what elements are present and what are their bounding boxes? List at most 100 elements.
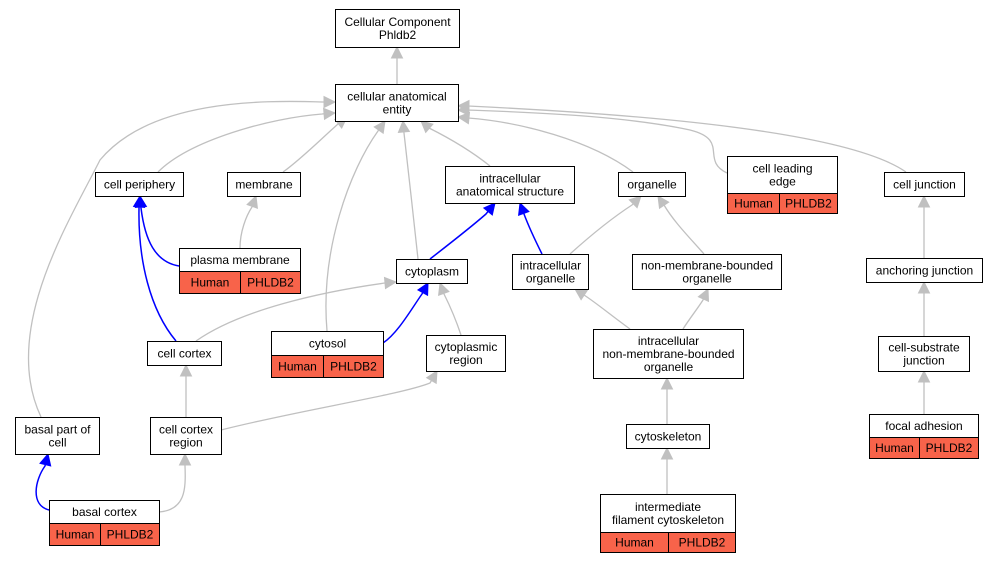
edge-cell_periphery-to-cae — [157, 107, 337, 173]
term-box — [335, 9, 460, 48]
edge-line — [382, 292, 424, 344]
term-node-organelle[interactable]: organelle — [618, 172, 686, 197]
edge-line — [220, 380, 433, 431]
arrowhead-icon — [518, 201, 530, 216]
edge-cae-to-root — [390, 45, 404, 84]
gene-label: PHLDB2 — [247, 276, 294, 290]
edge-line — [467, 117, 634, 173]
edge-intracellular_organelle-to-organelle — [569, 195, 642, 255]
species-label: Human — [191, 276, 230, 290]
term-node-anchoring-junction[interactable]: anchoring junction — [866, 258, 983, 283]
term-label: junction — [902, 354, 944, 368]
edge-line — [403, 131, 419, 260]
edge-cytoplasm-to-cae — [397, 119, 419, 260]
term-box — [593, 329, 744, 379]
term-label: basal part of — [24, 423, 91, 437]
arrowhead-icon — [456, 99, 470, 113]
term-box — [426, 335, 506, 372]
arrowhead-icon — [574, 288, 589, 301]
edge-inmbo-to-intracellular_organelle — [574, 288, 631, 330]
edge-cell_cortex-to-cell_periphery — [132, 194, 177, 342]
term-label: region — [449, 353, 482, 367]
term-box — [335, 84, 459, 122]
arrowhead-icon — [628, 195, 642, 209]
edge-cortex_region-to-cell_cortex — [179, 363, 193, 417]
term-box — [95, 172, 184, 197]
arrowhead-icon — [420, 120, 434, 134]
term-node-cell-periphery[interactable]: cell periphery — [95, 172, 184, 197]
arrowhead-icon — [383, 276, 398, 290]
term-node-cell-cortex[interactable]: cell cortex — [147, 341, 222, 366]
edge-ifc-to-cytoskeleton — [660, 446, 674, 494]
term-label: basal cortex — [72, 505, 137, 519]
edge-line — [467, 109, 728, 174]
term-label: organelle — [627, 178, 677, 192]
edge-cytoplasm-to-ias — [429, 202, 496, 260]
edge-leading_edge-to-cae — [456, 103, 728, 174]
gene-label: PHLDB2 — [107, 528, 154, 542]
term-label: cell cortex — [157, 347, 211, 361]
arrowhead-icon — [456, 111, 471, 125]
edge-line — [523, 213, 543, 255]
term-node-cell-junction[interactable]: cell junction — [884, 172, 965, 197]
species-label: Human — [615, 536, 654, 550]
term-node-cytoplasm[interactable]: cytoplasm — [396, 259, 468, 284]
term-label: plasma membrane — [190, 253, 290, 267]
edge-csj-to-anchoring_junction — [917, 280, 931, 336]
edge-inmbo-to-nmbo — [682, 287, 710, 330]
edge-line — [569, 203, 634, 255]
term-label: organelle — [644, 360, 694, 374]
term-box — [878, 336, 970, 372]
gene-label: PHLDB2 — [679, 536, 726, 550]
term-label: organelle — [682, 272, 732, 286]
species-label: Human — [278, 360, 317, 374]
arrowhead-icon — [425, 370, 438, 385]
edge-cortex_region-to-cytoplasmic_region — [220, 370, 438, 431]
term-node-inmbo[interactable]: intracellularnon-membrane-boundedorganel… — [593, 329, 744, 379]
edge-line — [282, 123, 339, 173]
term-label: cytoskeleton — [635, 430, 702, 444]
term-label: cell cortex — [159, 423, 213, 437]
arrowhead-icon — [179, 363, 193, 377]
term-label: intracellular — [520, 259, 581, 273]
edge-basal_cortex-to-cortex_region — [158, 452, 192, 513]
edge-cytoplasmic_region-to-cytoplasm — [438, 281, 462, 336]
edge-line — [140, 206, 180, 267]
arrowhead-icon — [416, 282, 429, 297]
edges-layer — [27, 45, 931, 513]
arrowhead-icon — [917, 280, 931, 294]
term-label: non-membrane-bounded — [602, 347, 734, 361]
term-label: filament cytoskeleton — [612, 513, 724, 527]
edge-cytosol-to-cae — [325, 120, 386, 332]
edge-plasma_membrane-to-membrane — [239, 194, 258, 249]
term-box — [512, 254, 589, 290]
term-box — [445, 166, 575, 204]
arrowhead-icon — [39, 452, 52, 467]
term-label: cell periphery — [104, 178, 175, 192]
arrowhead-icon — [323, 107, 337, 121]
term-node-membrane[interactable]: membrane — [227, 172, 301, 197]
term-node-cytoskeleton[interactable]: cytoskeleton — [626, 424, 710, 449]
edge-cytosol-to-cytoplasm — [382, 282, 429, 344]
term-box — [884, 172, 965, 197]
edge-line — [27, 100, 324, 418]
edge-line — [325, 129, 380, 332]
arrowhead-icon — [373, 120, 386, 135]
species-label: Human — [734, 197, 773, 211]
term-label: region — [169, 436, 202, 450]
